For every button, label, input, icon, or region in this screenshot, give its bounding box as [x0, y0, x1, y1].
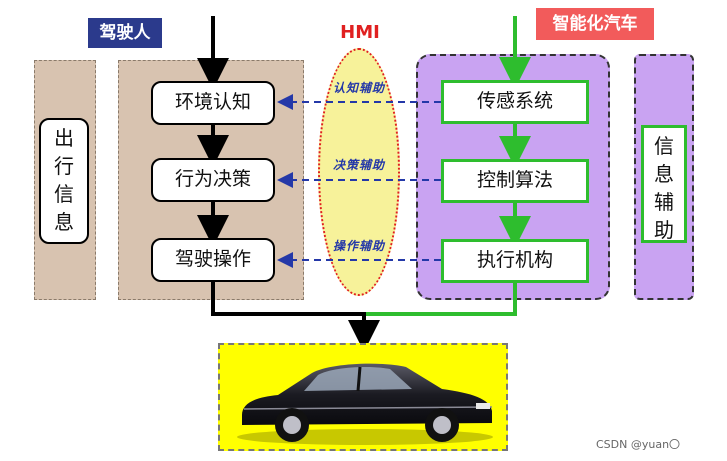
trip-info-box: 出行信息: [39, 118, 89, 244]
hmi-ellipse: [318, 48, 400, 296]
assist-label-operation: 操作辅助: [332, 239, 385, 253]
watermark: CSDN @yuan〇: [596, 438, 681, 451]
trip-info-text: 出行信息: [54, 126, 74, 234]
driver-step-operation: 驾驶操作: [151, 238, 275, 282]
info-assist-text: 信息辅助: [654, 134, 674, 242]
assist-label-decision: 决策辅助: [332, 158, 385, 172]
info-assist-box: 信息辅助: [641, 125, 687, 243]
driver-output-line: [211, 282, 364, 316]
hmi-label: HMI: [340, 22, 380, 43]
car-image-frame: [218, 343, 508, 451]
system-step-actuator: 执行机构: [441, 239, 589, 283]
driver-tag: 驾驶人: [88, 18, 162, 48]
system-step-sensing: 传感系统: [441, 80, 589, 124]
driver-step-perception: 环境认知: [151, 81, 275, 125]
driver-step-decision: 行为决策: [151, 158, 275, 202]
intelligent-car-tag: 智能化汽车: [536, 8, 654, 40]
assist-label-cognition: 认知辅助: [332, 81, 385, 95]
system-step-control: 控制算法: [441, 159, 589, 203]
car-illustration: [237, 363, 493, 445]
system-output-line: [364, 283, 517, 316]
